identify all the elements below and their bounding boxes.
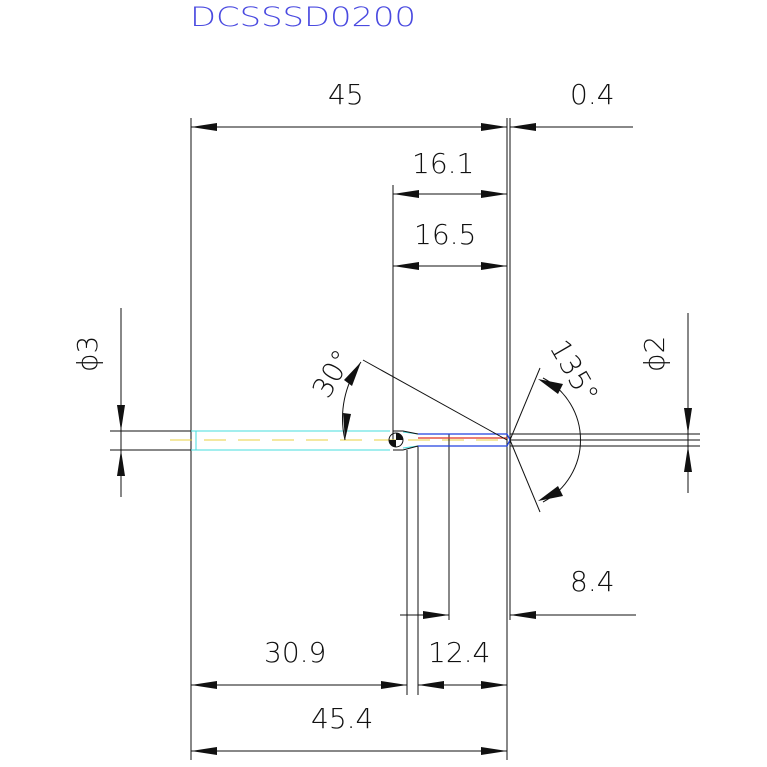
arrowhead xyxy=(423,611,449,619)
dim-tip-offset: 0.4 xyxy=(570,78,615,111)
dim-flute-length-a: 16.1 xyxy=(412,147,474,180)
dim-total-length: 45.4 xyxy=(311,702,373,735)
dim-overall-length: 45 xyxy=(328,78,364,111)
arrowhead xyxy=(684,408,692,434)
arrowhead xyxy=(393,262,419,270)
arrowhead xyxy=(538,379,563,394)
dim-point-length: 8.4 xyxy=(570,565,615,598)
arrowhead xyxy=(117,450,125,476)
arrowhead xyxy=(381,681,407,689)
arrowhead xyxy=(538,486,563,501)
tip-lower xyxy=(418,433,511,447)
pivot-marker-fill xyxy=(389,433,403,447)
arrowhead xyxy=(510,611,536,619)
shank-outline xyxy=(191,430,390,451)
arrowhead xyxy=(481,123,507,131)
arrowhead xyxy=(191,747,217,755)
arrowhead xyxy=(481,262,507,270)
dim-shank-length: 30.9 xyxy=(264,636,326,669)
arrowhead xyxy=(117,405,125,431)
arrowhead xyxy=(510,123,536,131)
arrowhead xyxy=(481,190,507,198)
arrowhead xyxy=(481,681,507,689)
shank-outline-dark xyxy=(110,430,191,451)
arrowhead xyxy=(481,747,507,755)
arrowhead xyxy=(343,413,351,440)
dim-flute-length-b: 16.5 xyxy=(414,218,476,251)
arrowhead xyxy=(393,190,419,198)
dim-point-angle: 135° xyxy=(543,334,605,409)
dim-tip-diameter: ϕ2 xyxy=(638,336,671,372)
arrowhead xyxy=(191,123,217,131)
arrowhead xyxy=(344,362,361,386)
dim-chamfer-angle: 30° xyxy=(305,344,358,403)
arrowhead xyxy=(684,446,692,472)
part-code: DCSSSD0200 xyxy=(190,2,416,33)
angle-line-point-upper xyxy=(509,367,541,441)
dim-neck-length: 12.4 xyxy=(428,636,490,669)
angle-line-point-lower xyxy=(509,439,541,513)
arrowhead xyxy=(191,681,217,689)
arrowhead xyxy=(418,681,444,689)
angle-line-chamfer xyxy=(362,359,508,441)
dim-shank-diameter: ϕ3 xyxy=(71,336,104,372)
flute-outline xyxy=(393,430,419,451)
